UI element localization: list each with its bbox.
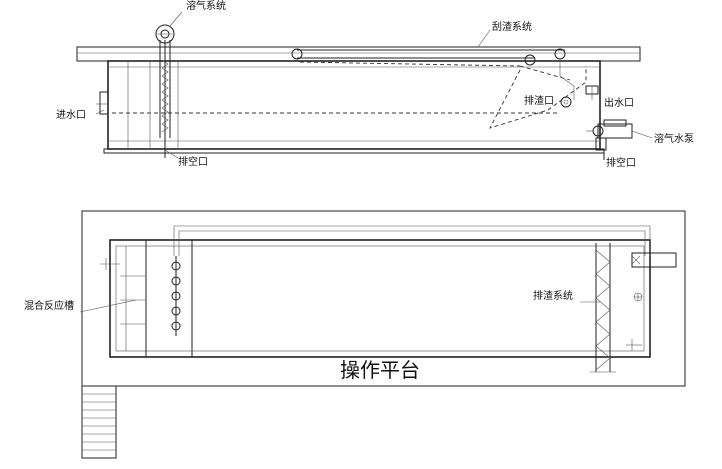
plan-view: 混合反应槽 排渣系统 操作平台 xyxy=(24,210,686,459)
label-mixing-tank: 混合反应槽 xyxy=(24,299,74,312)
label-drain-left: 排空口 xyxy=(178,155,208,168)
tank-plan xyxy=(109,239,651,358)
sludge-valve-icon xyxy=(560,96,572,108)
sprocket-icon xyxy=(524,54,536,66)
drain-left-pipe xyxy=(164,138,179,159)
label-dissolved-air-system: 溶气系统 xyxy=(186,0,226,12)
dissolved-air-pump-icon xyxy=(586,119,653,160)
nozzle-icon xyxy=(171,306,181,316)
scraper-chain xyxy=(291,29,575,100)
air-pipe-loop xyxy=(173,225,651,256)
label-drain-right: 排空口 xyxy=(606,156,636,169)
side-elevation: 溶气系统 刮渣系统 进水口 排渣口 出水口 溶气水泵 排空口 排空口 xyxy=(56,0,694,169)
nozzle-icon xyxy=(171,291,181,301)
label-operation-platform: 操作平台 xyxy=(340,358,420,382)
sludge-hopper xyxy=(489,66,587,129)
label-sludge-outlet: 排渣口 xyxy=(524,94,554,107)
sprocket-icon xyxy=(291,48,303,60)
label-inlet: 进水口 xyxy=(56,109,86,121)
pump-plan-icon xyxy=(631,252,677,268)
nozzle-icon xyxy=(171,261,181,271)
dissolved-air-column xyxy=(155,11,183,138)
inlet-pipe xyxy=(96,91,109,115)
stair xyxy=(81,385,117,459)
platform-outline xyxy=(81,210,686,387)
nozzle-icon xyxy=(171,276,181,286)
top-frame xyxy=(76,46,641,62)
water-outlet-pipe xyxy=(585,85,599,100)
label-scraper-system: 刮渣系统 xyxy=(492,20,532,33)
label-dissolved-air-pump: 溶气水泵 xyxy=(654,132,694,145)
label-sludge-discharge-system: 排渣系统 xyxy=(533,289,573,302)
sludge-screw xyxy=(590,243,616,373)
nozzle-icon xyxy=(171,321,181,331)
label-water-outlet: 出水口 xyxy=(604,96,634,109)
